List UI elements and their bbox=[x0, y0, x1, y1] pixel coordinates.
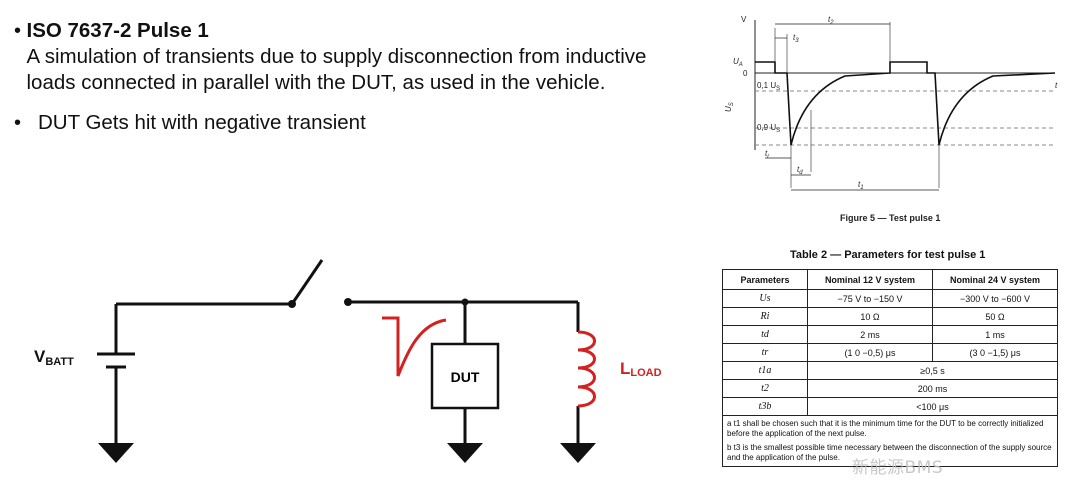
table-header: Nominal 24 V system bbox=[931, 269, 1059, 290]
td-label: td bbox=[797, 165, 803, 176]
table-row: t1a≥0,5 s bbox=[722, 361, 1059, 380]
value-cell: <100 μs bbox=[806, 397, 1059, 416]
bullet-title: ISO 7637-2 Pulse 1 bbox=[26, 19, 209, 42]
vbatt-label: VBATT bbox=[34, 347, 74, 368]
bullet-text: ISO 7637-2 Pulse 1 A simulation of trans… bbox=[27, 18, 655, 96]
value-cell: 200 ms bbox=[806, 379, 1059, 398]
value-cell: 2 ms bbox=[806, 325, 933, 344]
param-cell: t3b bbox=[722, 397, 808, 416]
param-cell: td bbox=[722, 325, 808, 344]
bullet-list: • ISO 7637-2 Pulse 1 A simulation of tra… bbox=[14, 18, 654, 150]
param-cell: t2 bbox=[722, 379, 808, 398]
value-cell: 50 Ω bbox=[931, 307, 1059, 326]
t-axis-label: t bbox=[1055, 81, 1058, 90]
param-cell: t1a bbox=[722, 361, 808, 380]
ground-icon bbox=[560, 443, 596, 463]
us-label: US bbox=[724, 102, 735, 112]
param-cell: Ri bbox=[722, 307, 808, 326]
v-axis-label: V bbox=[741, 15, 747, 24]
switch-node-right bbox=[344, 298, 352, 306]
param-cell: tr bbox=[722, 343, 808, 362]
parameters-table: Parameters Nominal 12 V system Nominal 2… bbox=[722, 269, 1059, 467]
value-cell: −300 V to −600 V bbox=[931, 289, 1059, 308]
table-row: tr(1 0 −0,5) μs(3 0 −1,5) μs bbox=[722, 343, 1059, 362]
watermark: 新能源BMS bbox=[852, 458, 944, 478]
ground-icon bbox=[447, 443, 483, 463]
figure-caption: Figure 5 — Test pulse 1 bbox=[840, 213, 941, 223]
value-cell: 10 Ω bbox=[806, 307, 933, 326]
bullet-body: A simulation of transients due to supply… bbox=[26, 45, 647, 94]
t2-label: t2 bbox=[828, 15, 834, 26]
switch-node-left bbox=[288, 300, 296, 308]
ground-icon bbox=[98, 443, 134, 463]
value-cell: (3 0 −1,5) μs bbox=[931, 343, 1059, 362]
zero-label: 0 bbox=[743, 69, 748, 78]
value-cell: ≥0,5 s bbox=[806, 361, 1059, 380]
footnote: a t1 shall be chosen such that it is the… bbox=[722, 415, 1058, 467]
level-09-label: 0,9 US bbox=[757, 123, 780, 134]
table-header-row: Parameters Nominal 12 V system Nominal 2… bbox=[722, 269, 1059, 290]
junction-node bbox=[461, 298, 469, 306]
bullet-dot: • bbox=[14, 112, 22, 134]
footnote-a: a t1 shall be chosen such that it is the… bbox=[727, 419, 1044, 438]
table-header: Nominal 12 V system bbox=[806, 269, 933, 290]
lload-label: LLOAD bbox=[620, 359, 662, 379]
t3-label: t3 bbox=[793, 33, 799, 44]
bullet-item: • DUT Gets hit with negative transient bbox=[14, 110, 654, 136]
switch-blade bbox=[290, 259, 324, 305]
tr-label: tr bbox=[765, 149, 770, 160]
param-cell: Us bbox=[722, 289, 808, 308]
table-footnote-row: a t1 shall be chosen such that it is the… bbox=[722, 415, 1058, 467]
transient-icon bbox=[382, 316, 447, 377]
bullet-item: • ISO 7637-2 Pulse 1 A simulation of tra… bbox=[14, 18, 654, 96]
pulse-waveform-figure: V t 0 UA US 0,1 US 0,9 US t2 t3 tr td t1 bbox=[724, 15, 1058, 191]
dut-label: DUT bbox=[451, 369, 480, 385]
t1-label: t1 bbox=[858, 180, 864, 191]
table-row: Us−75 V to −150 V−300 V to −600 V bbox=[722, 289, 1059, 308]
inductor-coil bbox=[577, 330, 596, 408]
bullet-dot: • bbox=[14, 20, 22, 42]
table-row: t3b<100 μs bbox=[722, 397, 1059, 416]
table-header: Parameters bbox=[722, 269, 808, 290]
level-01-label: 0,1 US bbox=[757, 81, 780, 92]
ua-label: UA bbox=[733, 57, 743, 68]
value-cell: (1 0 −0,5) μs bbox=[806, 343, 933, 362]
bullet-body: DUT Gets hit with negative transient bbox=[38, 111, 366, 134]
table-title: Table 2 — Parameters for test pulse 1 bbox=[790, 249, 986, 261]
footnote-b: b t3 is the smallest possible time neces… bbox=[727, 443, 1052, 462]
pulse-waveform bbox=[755, 61, 1056, 146]
circuit-diagram: DUT VBATT LLOAD bbox=[34, 259, 662, 463]
dut-box bbox=[430, 342, 500, 410]
value-cell: −75 V to −150 V bbox=[806, 289, 933, 308]
value-cell: 1 ms bbox=[931, 325, 1059, 344]
